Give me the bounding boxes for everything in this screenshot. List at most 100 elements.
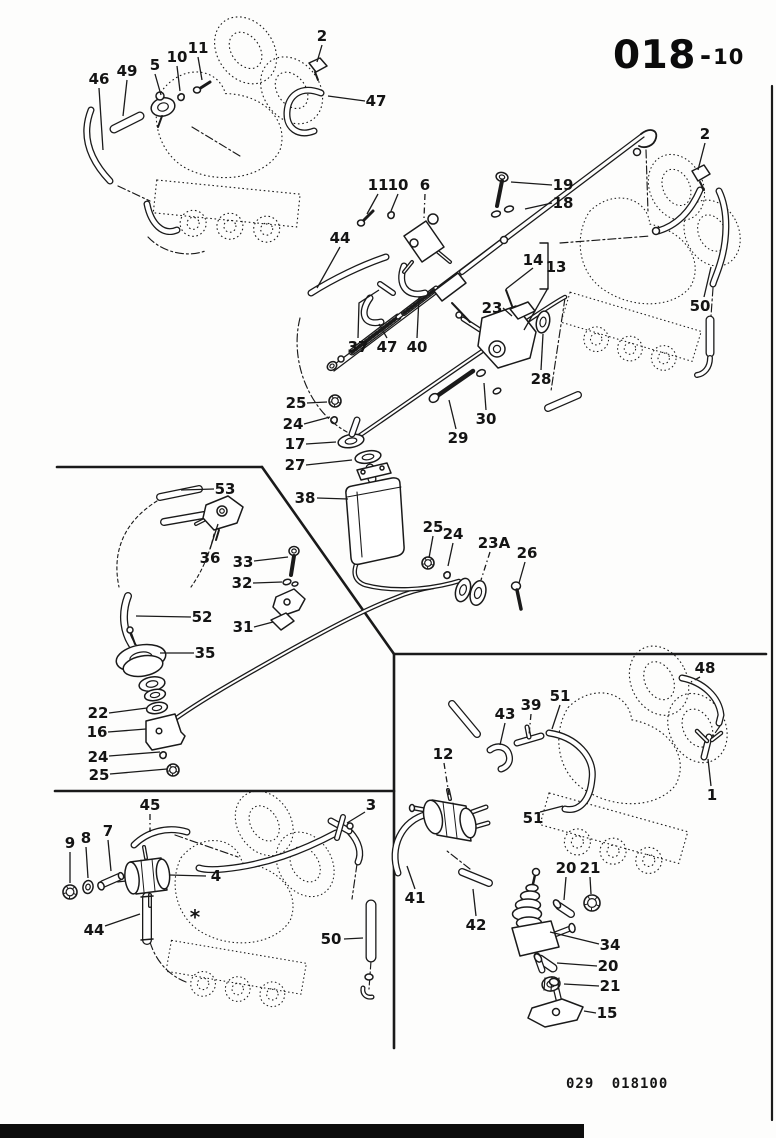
flange-bolt-hole — [379, 465, 385, 471]
screw-11-head — [192, 86, 202, 94]
callout-label-25: 25 — [423, 518, 444, 536]
gasket-28-inner — [539, 316, 547, 328]
callout-label-27: 27 — [285, 456, 306, 474]
callout-leader-30 — [483, 382, 487, 411]
callout-label-32: 32 — [232, 574, 253, 592]
callout-label-24: 24 — [88, 748, 109, 766]
nut-25-knurl — [429, 558, 433, 561]
valve-35-base-inner — [149, 691, 161, 699]
solenoid-12-rib — [442, 801, 448, 838]
callout-label-16: 16 — [87, 723, 108, 741]
callout-label-2: 2 — [700, 125, 710, 143]
nut-25-inner — [169, 766, 177, 774]
fitting-7-tip — [117, 871, 125, 881]
callout-leader-26 — [518, 561, 526, 584]
engine-detail — [259, 981, 286, 1008]
callout-leader-7 — [107, 839, 112, 872]
callout-leader-38 — [316, 497, 349, 500]
screw-11-head — [356, 219, 366, 227]
engine-detail — [196, 977, 210, 991]
nut-25-knurl — [176, 770, 179, 773]
fitting-7-cap — [97, 881, 105, 891]
callout-label-17: 17 — [285, 435, 306, 453]
bolt-33-head-inner — [291, 548, 297, 554]
callout-label-50: 50 — [321, 930, 342, 948]
nut-9-knurl — [72, 886, 75, 890]
tube-42-core — [459, 869, 492, 886]
nut-21-rib — [543, 977, 546, 991]
nut-25-knurl — [329, 401, 332, 403]
callout-label-25: 25 — [89, 766, 110, 784]
routing-dash — [351, 863, 358, 900]
callout-label-50: 50 — [690, 297, 711, 315]
engine-detail — [643, 661, 675, 701]
callout-label-*: * — [190, 905, 201, 929]
pipe-flange-end — [454, 577, 472, 603]
pipe-left-panel-core — [162, 586, 434, 729]
callout-leader-24 — [447, 542, 454, 567]
engine-detail — [657, 351, 670, 365]
part-36-eye-inner — [219, 508, 225, 514]
callout-leader-51 — [551, 704, 561, 730]
engine-detail — [650, 345, 677, 371]
engine-detail — [186, 216, 200, 230]
nut-25-knurl — [169, 764, 172, 768]
engine-detail — [260, 222, 274, 236]
nut-9-knurl — [65, 885, 69, 889]
hose-44-core — [308, 254, 389, 296]
callout-label-26: 26 — [517, 544, 538, 562]
routing-dash — [117, 185, 151, 202]
tube-12-upper-core — [449, 701, 480, 737]
callout-label-38: 38 — [295, 489, 316, 507]
pump-23-arm-core — [461, 317, 482, 332]
callout-leader-46 — [98, 87, 104, 151]
callout-leader-21 — [589, 876, 592, 895]
tube-44-cap — [140, 938, 154, 941]
cable-link-eye — [499, 235, 509, 245]
flange-17-stub-core — [349, 417, 360, 437]
valve-6-body — [403, 220, 445, 263]
engine-detail — [589, 332, 603, 346]
callout-label-11: 11 — [368, 176, 389, 194]
solenoid-12-end — [459, 807, 477, 839]
callout-label-51: 51 — [523, 809, 544, 827]
fitting-2-top — [308, 57, 328, 73]
callout-label-23A: 23A — [478, 534, 511, 552]
screw-11-shaft — [197, 80, 212, 91]
canister-38-seam — [356, 491, 363, 558]
callout-leader-10 — [390, 193, 399, 212]
callout-label-44: 44 — [330, 229, 351, 247]
callout-leader-50 — [343, 937, 364, 940]
nut-21-upper-inner — [586, 897, 597, 908]
bracket-31-lower — [270, 612, 295, 631]
callout-label-25: 25 — [286, 394, 307, 412]
pump-23-eye-inner — [492, 344, 502, 354]
bracket-31-hole — [283, 598, 291, 606]
elbow-50-right-core — [695, 356, 712, 377]
callout-label-10: 10 — [167, 48, 188, 66]
fitting-2-tail — [314, 71, 319, 81]
page-number-sub: 10 — [713, 45, 745, 69]
panel-divider-diagonal — [260, 465, 396, 656]
callout-label-44: 44 — [84, 921, 105, 939]
callout-leader-29 — [448, 399, 457, 430]
callout-label-22: 22 — [88, 704, 109, 722]
callout-leader-5 — [154, 73, 162, 96]
callout-leader-15 — [583, 1010, 597, 1014]
hose-49-core — [110, 112, 144, 133]
valve-35-dome-inner — [122, 654, 164, 678]
callout-leader-52 — [135, 615, 192, 618]
routing-dash — [174, 834, 239, 858]
engine-detail — [174, 840, 294, 944]
hose-right-sweep-core — [655, 187, 703, 234]
callout-leader-39 — [528, 713, 532, 736]
callout-label-23: 23 — [482, 299, 503, 317]
callout-label-52: 52 — [192, 608, 213, 626]
bolt-29-head — [428, 392, 440, 404]
callout-label-47: 47 — [366, 92, 387, 110]
callout-label-47: 47 — [377, 338, 398, 356]
callout-leader-4 — [168, 874, 207, 877]
engine-detail — [190, 970, 216, 997]
hose-3-right-core — [347, 829, 362, 865]
